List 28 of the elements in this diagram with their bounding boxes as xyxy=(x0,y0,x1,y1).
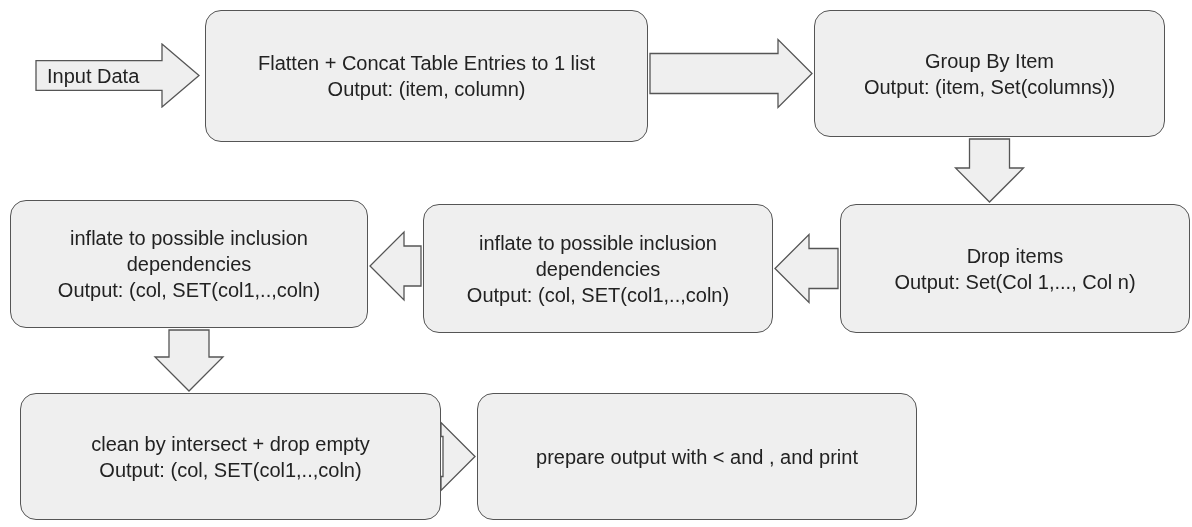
block-arrow xyxy=(369,230,422,302)
node-text: clean by intersect + drop empty xyxy=(91,431,370,457)
block-arrow xyxy=(953,138,1026,203)
node-text: Output: (col, SET(col1,..,coln) xyxy=(466,282,730,308)
block-arrow-node xyxy=(35,43,200,108)
node-text: Drop items xyxy=(966,243,1064,269)
process-box xyxy=(840,204,1190,333)
block-arrow xyxy=(774,232,839,305)
node-text: Output: (item, column) xyxy=(327,77,526,102)
process-box xyxy=(423,204,773,333)
process-box xyxy=(10,200,368,328)
node-text: Output: (col, SET(col1,..,coln) xyxy=(57,278,321,303)
node-text: inflate to possible inclusion dependencies xyxy=(69,226,309,277)
node-text: inflate to possible inclusion dependencies xyxy=(478,230,718,282)
process-box xyxy=(205,10,648,142)
node-text: Input Data xyxy=(47,63,140,88)
block-arrow xyxy=(649,37,813,110)
block-arrow xyxy=(440,420,476,493)
node-text: prepare output with < and , and print xyxy=(536,444,858,470)
process-box xyxy=(477,393,917,520)
node-text: Output: Set(Col 1,..., Col n) xyxy=(894,269,1136,295)
process-box xyxy=(20,393,441,520)
node-text: Group By Item xyxy=(925,48,1054,74)
node-text: Output: (item, Set(columns)) xyxy=(863,74,1116,100)
process-box xyxy=(814,10,1165,137)
node-text: Output: (col, SET(col1,..,coln) xyxy=(99,457,362,483)
node-text: Flatten + Concat Table Entries to 1 list xyxy=(258,51,595,76)
block-arrow xyxy=(153,329,225,392)
